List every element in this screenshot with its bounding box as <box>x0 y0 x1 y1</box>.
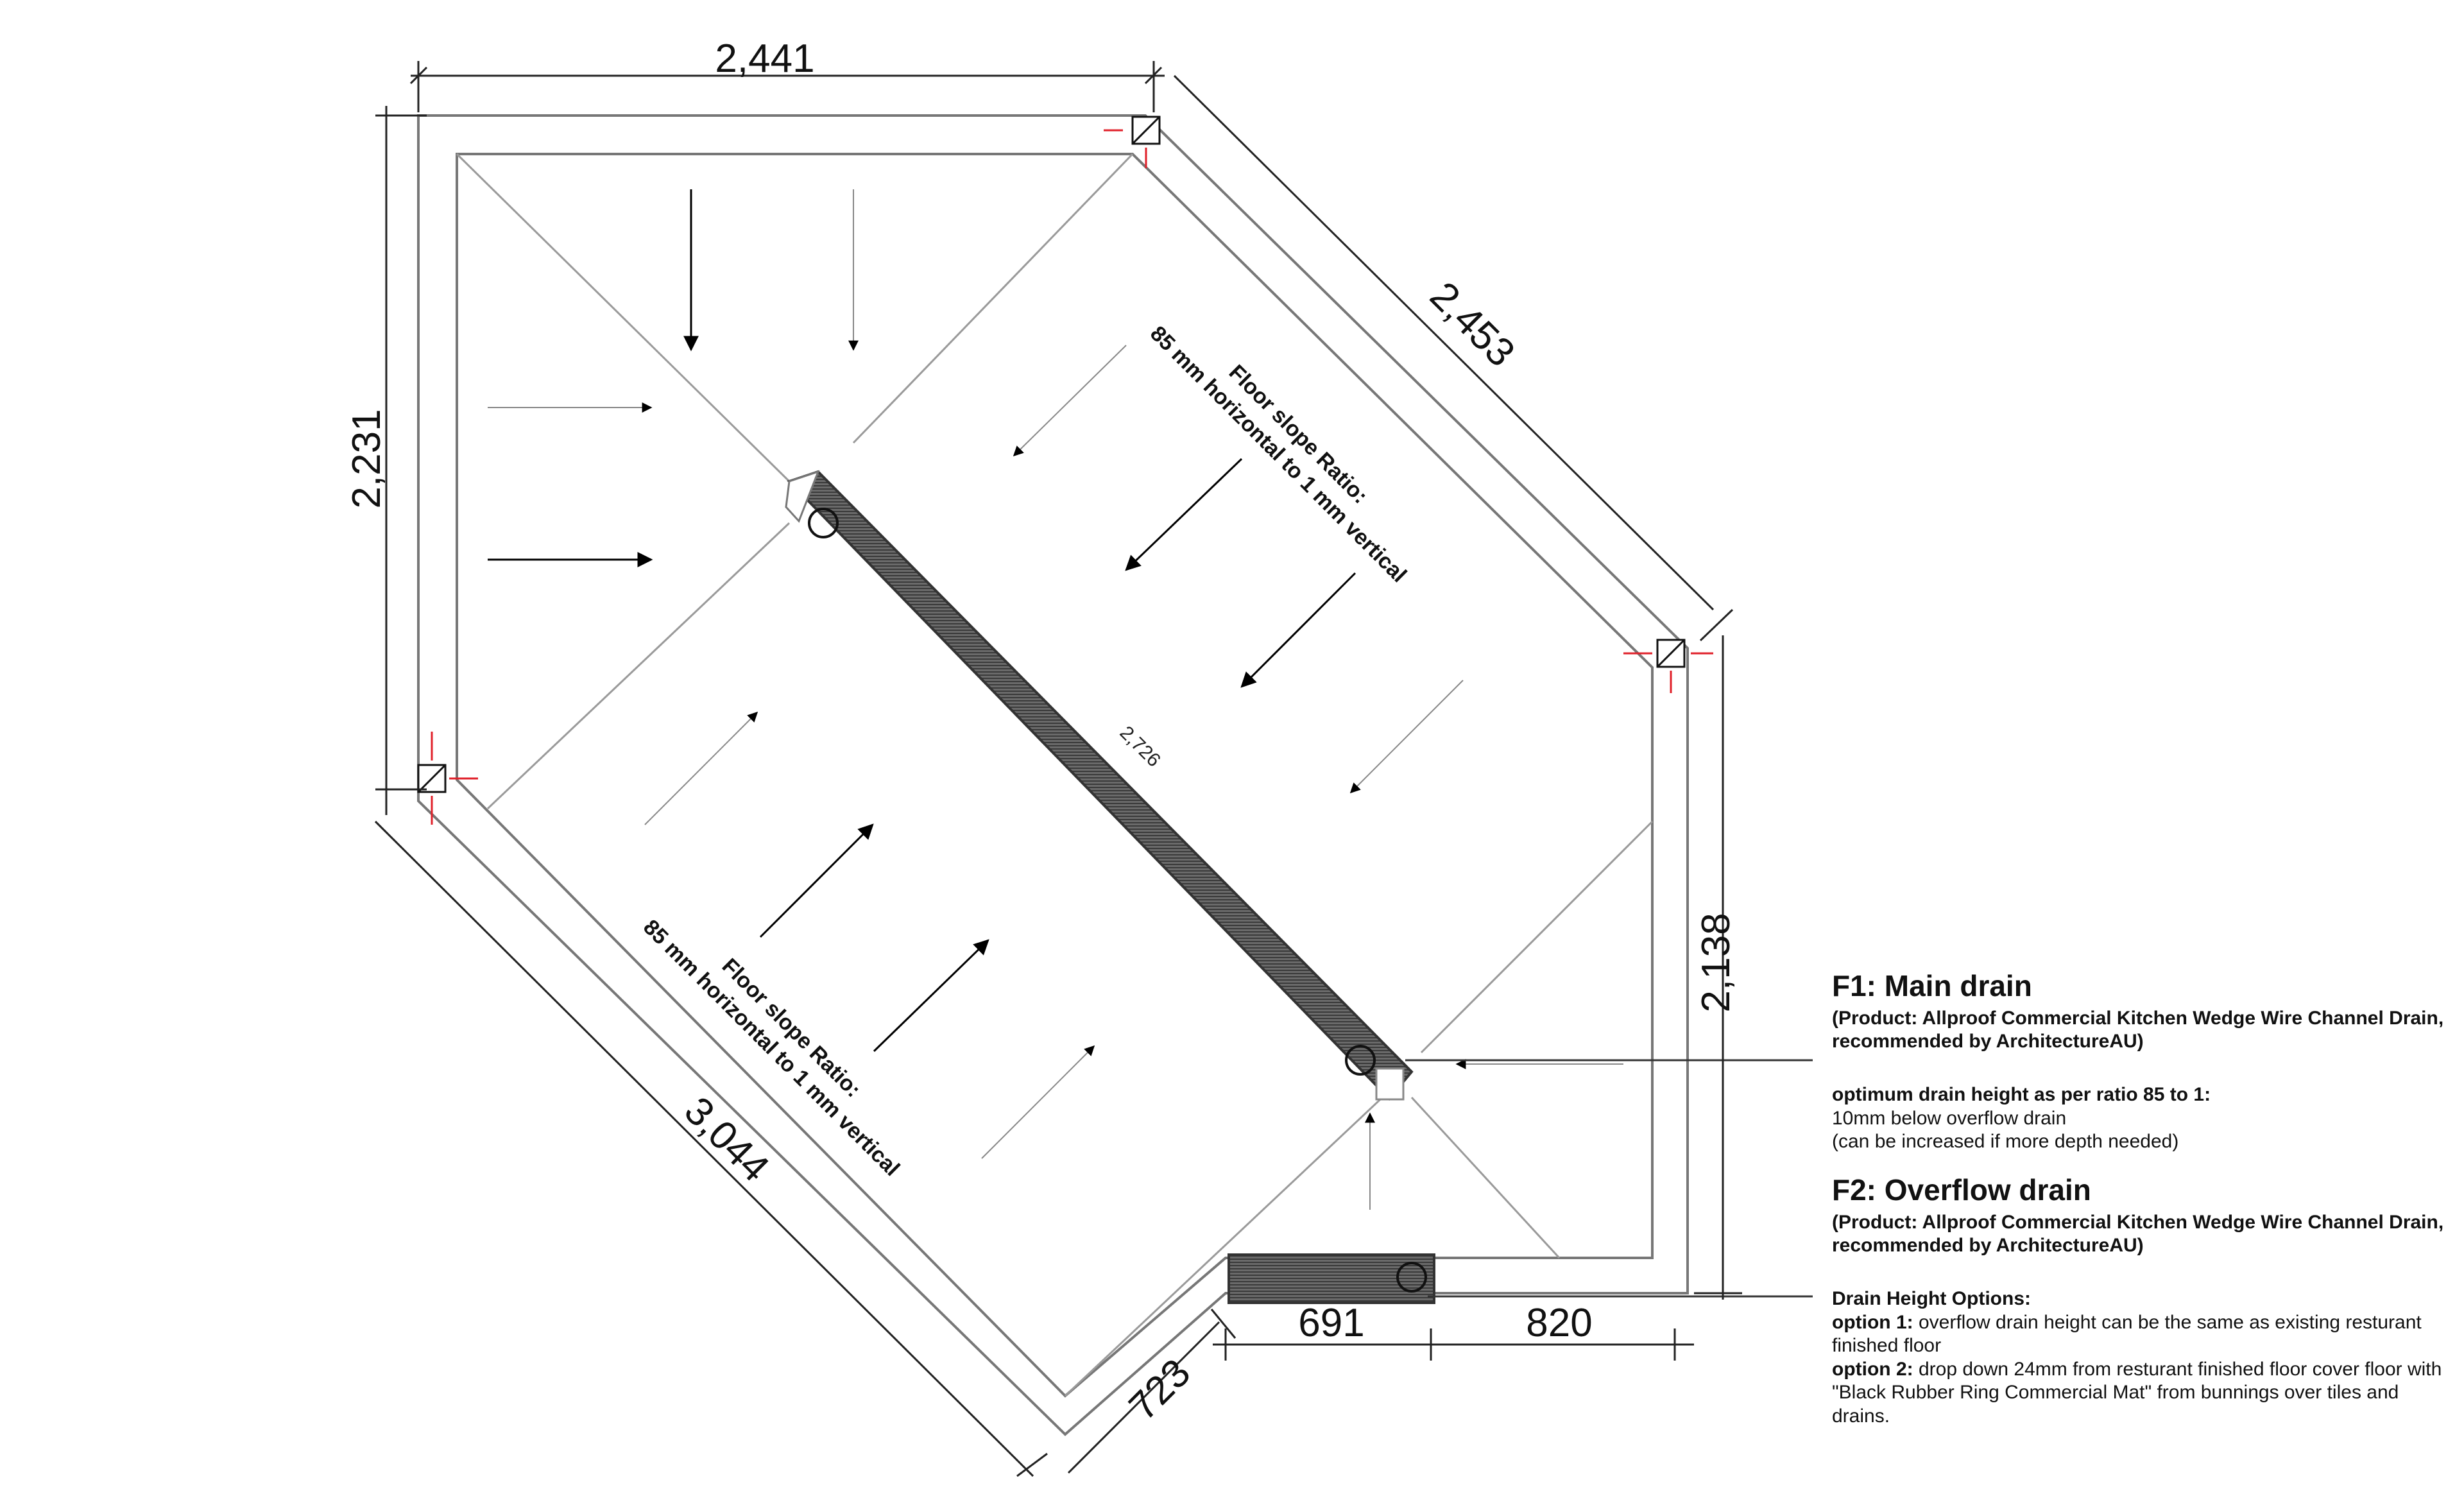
main-channel-drain <box>785 470 1414 1101</box>
f1-title: F1: Main drain <box>1832 969 2032 1002</box>
f2-title: F2: Overflow drain <box>1832 1173 2091 1207</box>
flow-arrow <box>1349 680 1464 794</box>
dim-bottom-2: 820 <box>1526 1301 1592 1345</box>
f2-option2: option 2: drop down 24mm from resturant … <box>1832 1358 2448 1429</box>
slope-label-upper: Floor slope Ratio: 85 mm horizontal to 1… <box>1145 322 1411 587</box>
slope-label-lower: Floor slope Ratio: 85 mm horizontal to 1… <box>638 915 904 1181</box>
leader-lines <box>1405 1059 1813 1298</box>
main-drain-outlet-top <box>808 508 839 538</box>
inner-wall-outline <box>456 153 1654 1398</box>
f1-height-line1: 10mm below overflow drain <box>1832 1107 2067 1129</box>
slope-label-lower-line2: 85 mm horizontal to 1 mm vertical <box>638 915 904 1181</box>
dim-upper-right: 2,453 <box>1421 273 1523 375</box>
f1-product: (Product: Allproof Commercial Kitchen We… <box>1832 1007 2444 1053</box>
dim-bottom-1: 691 <box>1298 1301 1364 1345</box>
f2-options-heading: Drain Height Options: <box>1832 1287 2031 1309</box>
outer-wall-outline <box>417 114 1689 1436</box>
f2-option2-label: option 2: <box>1832 1358 1913 1380</box>
dim-left: 2,231 <box>345 409 389 508</box>
dim-bottom-3: 723 <box>1121 1351 1199 1429</box>
drain-notes: F1: Main drain (Product: Allproof Commer… <box>1832 969 2448 1429</box>
flow-arrow <box>759 823 874 938</box>
f1-height-line2: (can be increased if more depth needed) <box>1832 1131 2179 1153</box>
column-marker-right <box>1623 639 1713 693</box>
dim-top: 2,441 <box>715 37 814 81</box>
column-markers <box>417 116 1713 825</box>
slope-label-upper-line2: 85 mm horizontal to 1 mm vertical <box>1145 322 1411 587</box>
flow-arrow <box>644 711 758 825</box>
flow-arrows <box>488 189 1623 1210</box>
f2-option1-label: option 1: <box>1832 1311 1913 1333</box>
column-marker-left <box>417 732 478 825</box>
flow-arrow <box>1125 458 1243 571</box>
flow-arrow <box>1240 572 1356 688</box>
flow-arrow <box>1013 345 1127 457</box>
f2-option1: option 1: overflow drain height can be t… <box>1832 1311 2448 1358</box>
f2-option1-text: overflow drain height can be the same as… <box>1832 1311 2422 1357</box>
dim-channel: 2,726 <box>1116 722 1165 771</box>
main-drain-outlet-bottom <box>1345 1045 1376 1076</box>
dim-right: 2,138 <box>1694 913 1738 1012</box>
flow-arrow <box>873 939 989 1053</box>
overflow-drain <box>1228 1253 1435 1304</box>
column-marker-top-right <box>1104 116 1161 168</box>
fall-lines <box>456 153 1654 1397</box>
f1-height-heading: optimum drain height as per ratio 85 to … <box>1832 1084 2211 1106</box>
overflow-drain-outlet <box>1396 1262 1427 1293</box>
f2-option2-text: drop down 24mm from resturant finished f… <box>1832 1358 2442 1427</box>
f2-product: (Product: Allproof Commercial Kitchen We… <box>1832 1211 2444 1257</box>
dimension-lines <box>374 61 1742 1477</box>
flow-arrow <box>981 1045 1095 1159</box>
